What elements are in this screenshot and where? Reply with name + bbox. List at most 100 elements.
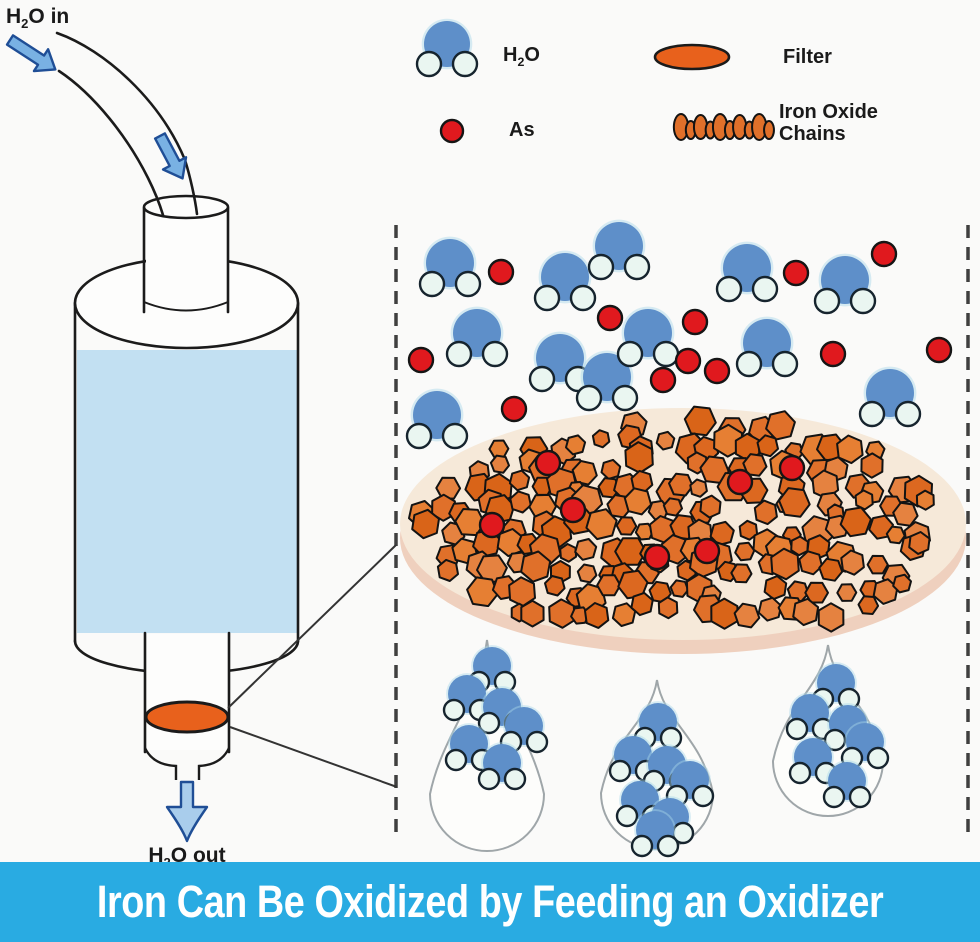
water-molecule	[444, 723, 494, 772]
iron-oxide-hexagon	[520, 599, 545, 628]
iron-oxide-hexagon	[596, 574, 622, 597]
hydrogen-atom	[575, 384, 603, 412]
legend-icons	[415, 18, 775, 144]
iron-oxide-hexagon	[689, 478, 708, 498]
inlet-label-rest: O in	[28, 5, 70, 28]
iron-oxide-hexagon	[915, 489, 935, 511]
iron-oxide-hexagon	[733, 602, 761, 629]
legend-label-iron-oxide-chains: Iron Oxide Chains	[779, 101, 878, 145]
iron-oxide-hexagon	[657, 596, 679, 620]
arsenic-dot	[478, 511, 506, 539]
inlet-flow-arrow	[153, 132, 188, 180]
arsenic-dot	[487, 258, 515, 286]
water-fill	[77, 350, 297, 633]
iron-oxide-chain-field	[408, 405, 935, 633]
iron-oxide-hexagon	[584, 602, 610, 629]
iron-oxide-hexagon	[699, 494, 722, 519]
iron-oxide-hexagon	[836, 583, 858, 602]
water-molecule	[467, 645, 517, 694]
arsenic-dot	[726, 468, 754, 496]
water-molecule	[633, 701, 683, 750]
water-molecule	[735, 316, 799, 378]
contaminated-water-zone	[405, 219, 953, 450]
iron-oxide-hexagon	[617, 569, 649, 600]
water-molecule	[665, 759, 715, 808]
hydrogen-atom	[858, 400, 886, 428]
hydrogen-atom	[691, 784, 715, 808]
iron-oxide-hexagon	[508, 576, 536, 607]
iron-oxide-hexagon	[885, 525, 906, 545]
inlet-label: H2O in	[6, 5, 69, 31]
hydrogen-atom	[656, 834, 680, 858]
arsenic-dot	[500, 395, 528, 423]
hydrogen-atom	[445, 340, 473, 368]
hydrogen-atom	[623, 253, 651, 281]
iron-oxide-hexagon	[753, 499, 778, 526]
arsenic-dot	[703, 357, 731, 385]
iron-oxide-hexagon	[600, 458, 622, 480]
hydrogen-atom	[848, 785, 872, 809]
hydrogen-atom	[894, 400, 922, 428]
water-molecule	[840, 721, 890, 770]
water-droplet	[428, 639, 549, 852]
iron-oxide-hexagon	[792, 597, 820, 627]
zoom-panel-border	[227, 225, 970, 833]
iron-oxide-hexagon	[585, 508, 618, 541]
hydrogen-atom	[849, 287, 877, 315]
iron-oxide-hexagon	[669, 579, 690, 598]
arsenic-dot	[778, 454, 806, 482]
arsenic-dot	[925, 336, 953, 364]
arsenic-dot	[870, 240, 898, 268]
legend-label-water: H2O	[503, 44, 540, 69]
legend-arsenic-icon	[439, 118, 465, 144]
arsenic-dot	[407, 346, 435, 374]
inlet-label-sub: 2	[21, 16, 29, 32]
water-molecule	[587, 219, 651, 281]
water-molecule	[445, 306, 509, 368]
water-molecule	[615, 779, 665, 828]
water-molecule	[630, 809, 680, 858]
hydrogen-atom	[454, 270, 482, 298]
water-molecule	[418, 236, 482, 298]
arsenic-dot	[693, 537, 721, 565]
water-droplet	[599, 679, 715, 858]
legend-label-filter: Filter	[783, 46, 832, 68]
iron-oxide-hexagon	[520, 550, 552, 583]
water-molecule	[477, 742, 527, 791]
iron-oxide-hexagon	[668, 472, 694, 497]
iron-oxide-hexagon	[574, 538, 598, 561]
iron-oxide-hexagon	[908, 531, 931, 555]
filter-column	[73, 194, 300, 780]
hydrogen-atom	[481, 340, 509, 368]
iron-oxide-hexagon	[892, 573, 912, 594]
magnifier-cone-line	[227, 544, 397, 709]
water-molecule	[499, 705, 549, 754]
hydrogen-atom	[533, 284, 561, 312]
title-banner: Iron Can Be Oxidized by Feeding an Oxidi…	[0, 862, 980, 942]
hydrogen-atom	[418, 270, 446, 298]
iron-oxide-hexagon	[611, 602, 637, 627]
iron-oxide-hexagon	[489, 454, 510, 474]
arsenic-dot	[534, 449, 562, 477]
iron-oxide-hexagon	[559, 543, 578, 563]
water-molecule	[528, 331, 592, 393]
water-droplet	[771, 644, 890, 817]
arsenic-dot	[782, 259, 810, 287]
hydrogen-atom	[477, 767, 501, 791]
hydrogen-atom	[822, 785, 846, 809]
hydrogen-atom	[441, 422, 469, 450]
iron-oxide-hexagon	[742, 453, 768, 477]
hydrogen-atom	[788, 761, 812, 785]
legend-chains-line1: Iron Oxide	[779, 101, 878, 123]
water-molecule	[533, 250, 597, 312]
arsenic-dot	[559, 496, 587, 524]
inlet-pipe	[55, 31, 199, 217]
hydrogen-atom	[477, 711, 501, 735]
arsenic-dot	[674, 347, 702, 375]
iron-oxide-hexagon	[710, 597, 739, 630]
iron-oxide-hexagon	[435, 476, 462, 500]
iron-oxide-hexagon	[770, 547, 800, 581]
hydrogen-atom	[751, 275, 779, 303]
hydrogen-atom	[587, 253, 615, 281]
